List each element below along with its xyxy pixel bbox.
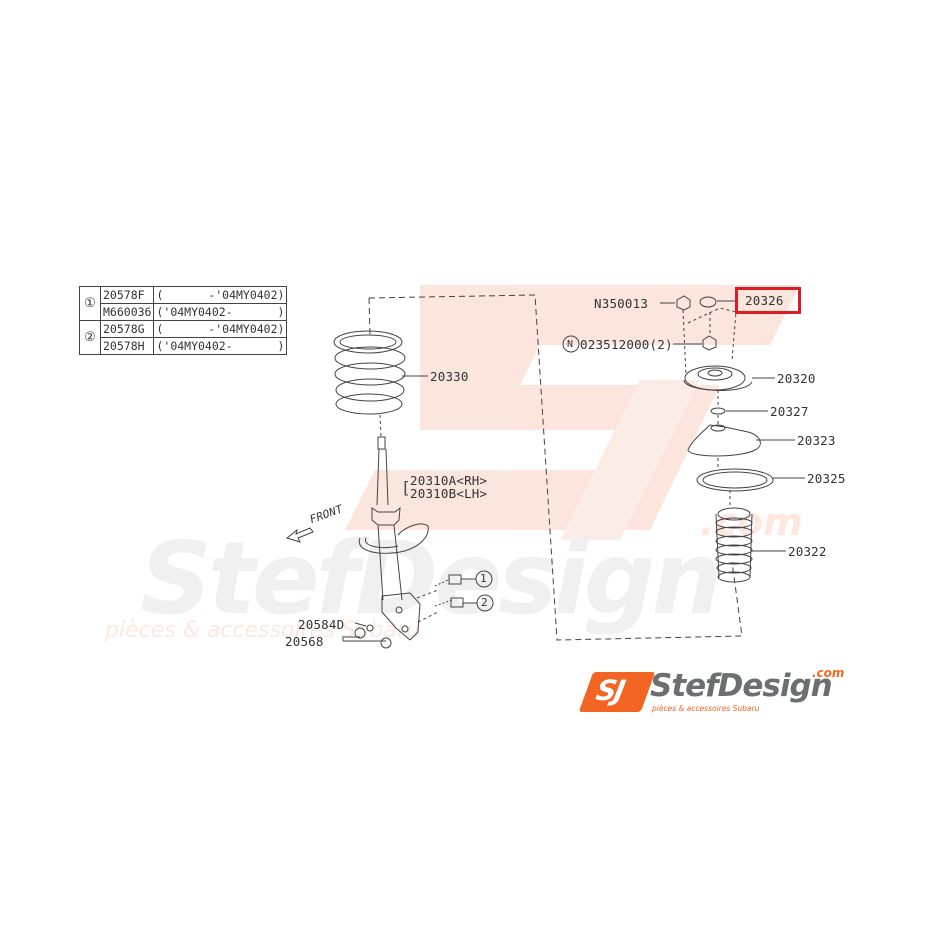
part-number[interactable]: 20578F — [99, 286, 155, 304]
logo-tagline: pièces & accessoires Subaru — [652, 704, 760, 713]
callout-20327[interactable]: 20327 — [770, 404, 809, 419]
table-row: ② 20578G (-'04MY0402) — [79, 320, 288, 355]
callout-20310b[interactable]: 20310B<LH> — [410, 486, 488, 501]
callout-20568[interactable]: 20568 — [285, 634, 324, 649]
model-range: ('04MY0402-) — [153, 337, 288, 355]
callout-20330[interactable]: 20330 — [430, 369, 469, 384]
callout-20323[interactable]: 20323 — [797, 433, 836, 448]
callout-20326[interactable]: 20326 — [745, 293, 784, 308]
logo-brand-name: StefDesign — [650, 668, 833, 704]
callout-n350013[interactable]: N350013 — [594, 296, 649, 311]
watermark-tagline: pièces & accessoires Subaru — [105, 618, 420, 643]
watermark-brand: StefDesign — [140, 520, 723, 637]
logo-com: .com — [812, 666, 845, 680]
callout-20584d[interactable]: 20584D — [298, 617, 345, 632]
sj-badge-icon: SJ — [578, 672, 656, 712]
part-number[interactable]: 20578H — [99, 337, 155, 355]
callout-20310a[interactable]: 20310A<RH> — [410, 473, 488, 488]
n-mark-icon: N — [567, 339, 574, 350]
callout-20325[interactable]: 20325 — [807, 471, 846, 486]
applicability-table: ① 20578F (-'04MY0402) M660036 ('04MY0402… — [79, 286, 288, 355]
callout-023512000[interactable]: 023512000(2) — [580, 337, 673, 352]
callout-ref-2[interactable]: 2 — [481, 596, 488, 609]
ref-number-1: ① — [79, 286, 101, 321]
table-row: 20578H ('04MY0402-) — [80, 337, 288, 355]
callout-20320[interactable]: 20320 — [777, 371, 816, 386]
part-number[interactable]: M660036 — [99, 303, 155, 321]
model-range: (-'04MY0402) — [153, 286, 288, 304]
bracket-glyph: [ — [401, 478, 411, 497]
stefdesign-logo[interactable]: SJ StefDesign .com pièces & accessoires … — [578, 666, 848, 718]
callout-ref-1[interactable]: 1 — [480, 572, 487, 585]
table-row: ① 20578F (-'04MY0402) — [79, 286, 288, 321]
model-range: ('04MY0402-) — [153, 303, 288, 321]
bump-stop-drawing — [715, 507, 753, 583]
table-row: M660036 ('04MY0402-) — [80, 303, 288, 321]
ref-number-2: ② — [79, 320, 101, 355]
coil-spring-20330 — [333, 330, 406, 415]
model-range: (-'04MY0402) — [153, 320, 288, 338]
callout-20322[interactable]: 20322 — [788, 544, 827, 559]
highlight-box-20326 — [735, 287, 801, 314]
part-number[interactable]: 20578G — [99, 320, 155, 338]
